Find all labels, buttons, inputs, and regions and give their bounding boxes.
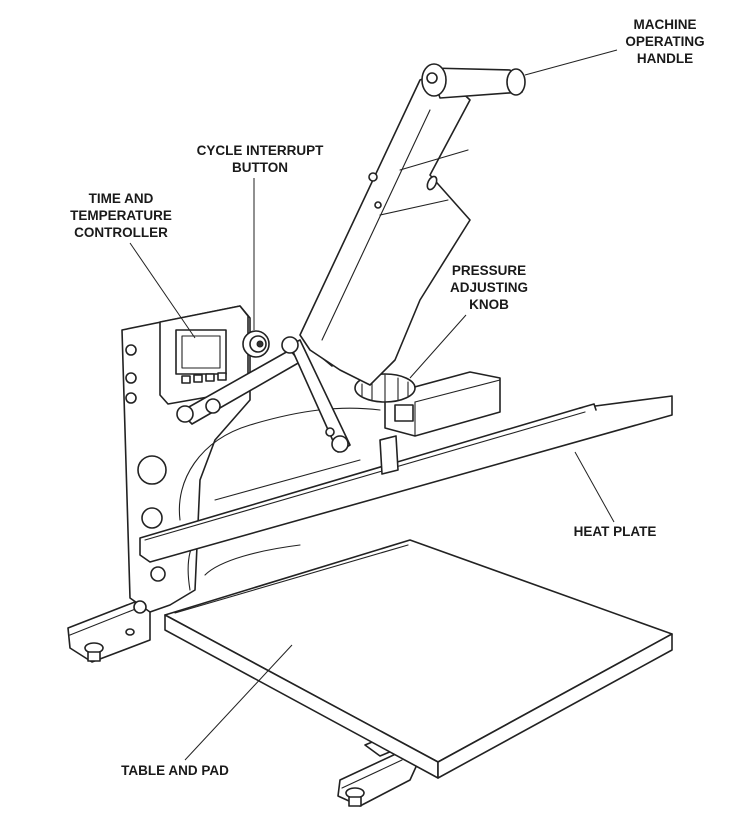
controller-housing <box>159 305 249 405</box>
label-table-and-pad: TABLE AND PAD <box>121 763 229 778</box>
leader-lines <box>129 49 618 761</box>
machine-handle-grip <box>421 63 526 99</box>
operating-arm-shape <box>299 71 471 386</box>
label-cycle-interrupt-button: CYCLE INTERRUPT BUTTON <box>196 143 324 175</box>
label-machine-operating-handle: MACHINE OPERATING HANDLE <box>625 17 705 66</box>
label-heat-plate: HEAT PLATE <box>573 524 657 539</box>
table-and-pad-shape <box>164 539 673 779</box>
label-pressure-adjusting-knob: PRESSURE ADJUSTING KNOB <box>449 263 528 312</box>
heat-plate-shape <box>139 395 673 563</box>
base-foot-left <box>67 599 151 663</box>
cycle-interrupt-button-shape <box>242 330 270 358</box>
label-time-temperature-controller: TIME AND TEMPERATURE CONTROLLER <box>70 191 172 240</box>
